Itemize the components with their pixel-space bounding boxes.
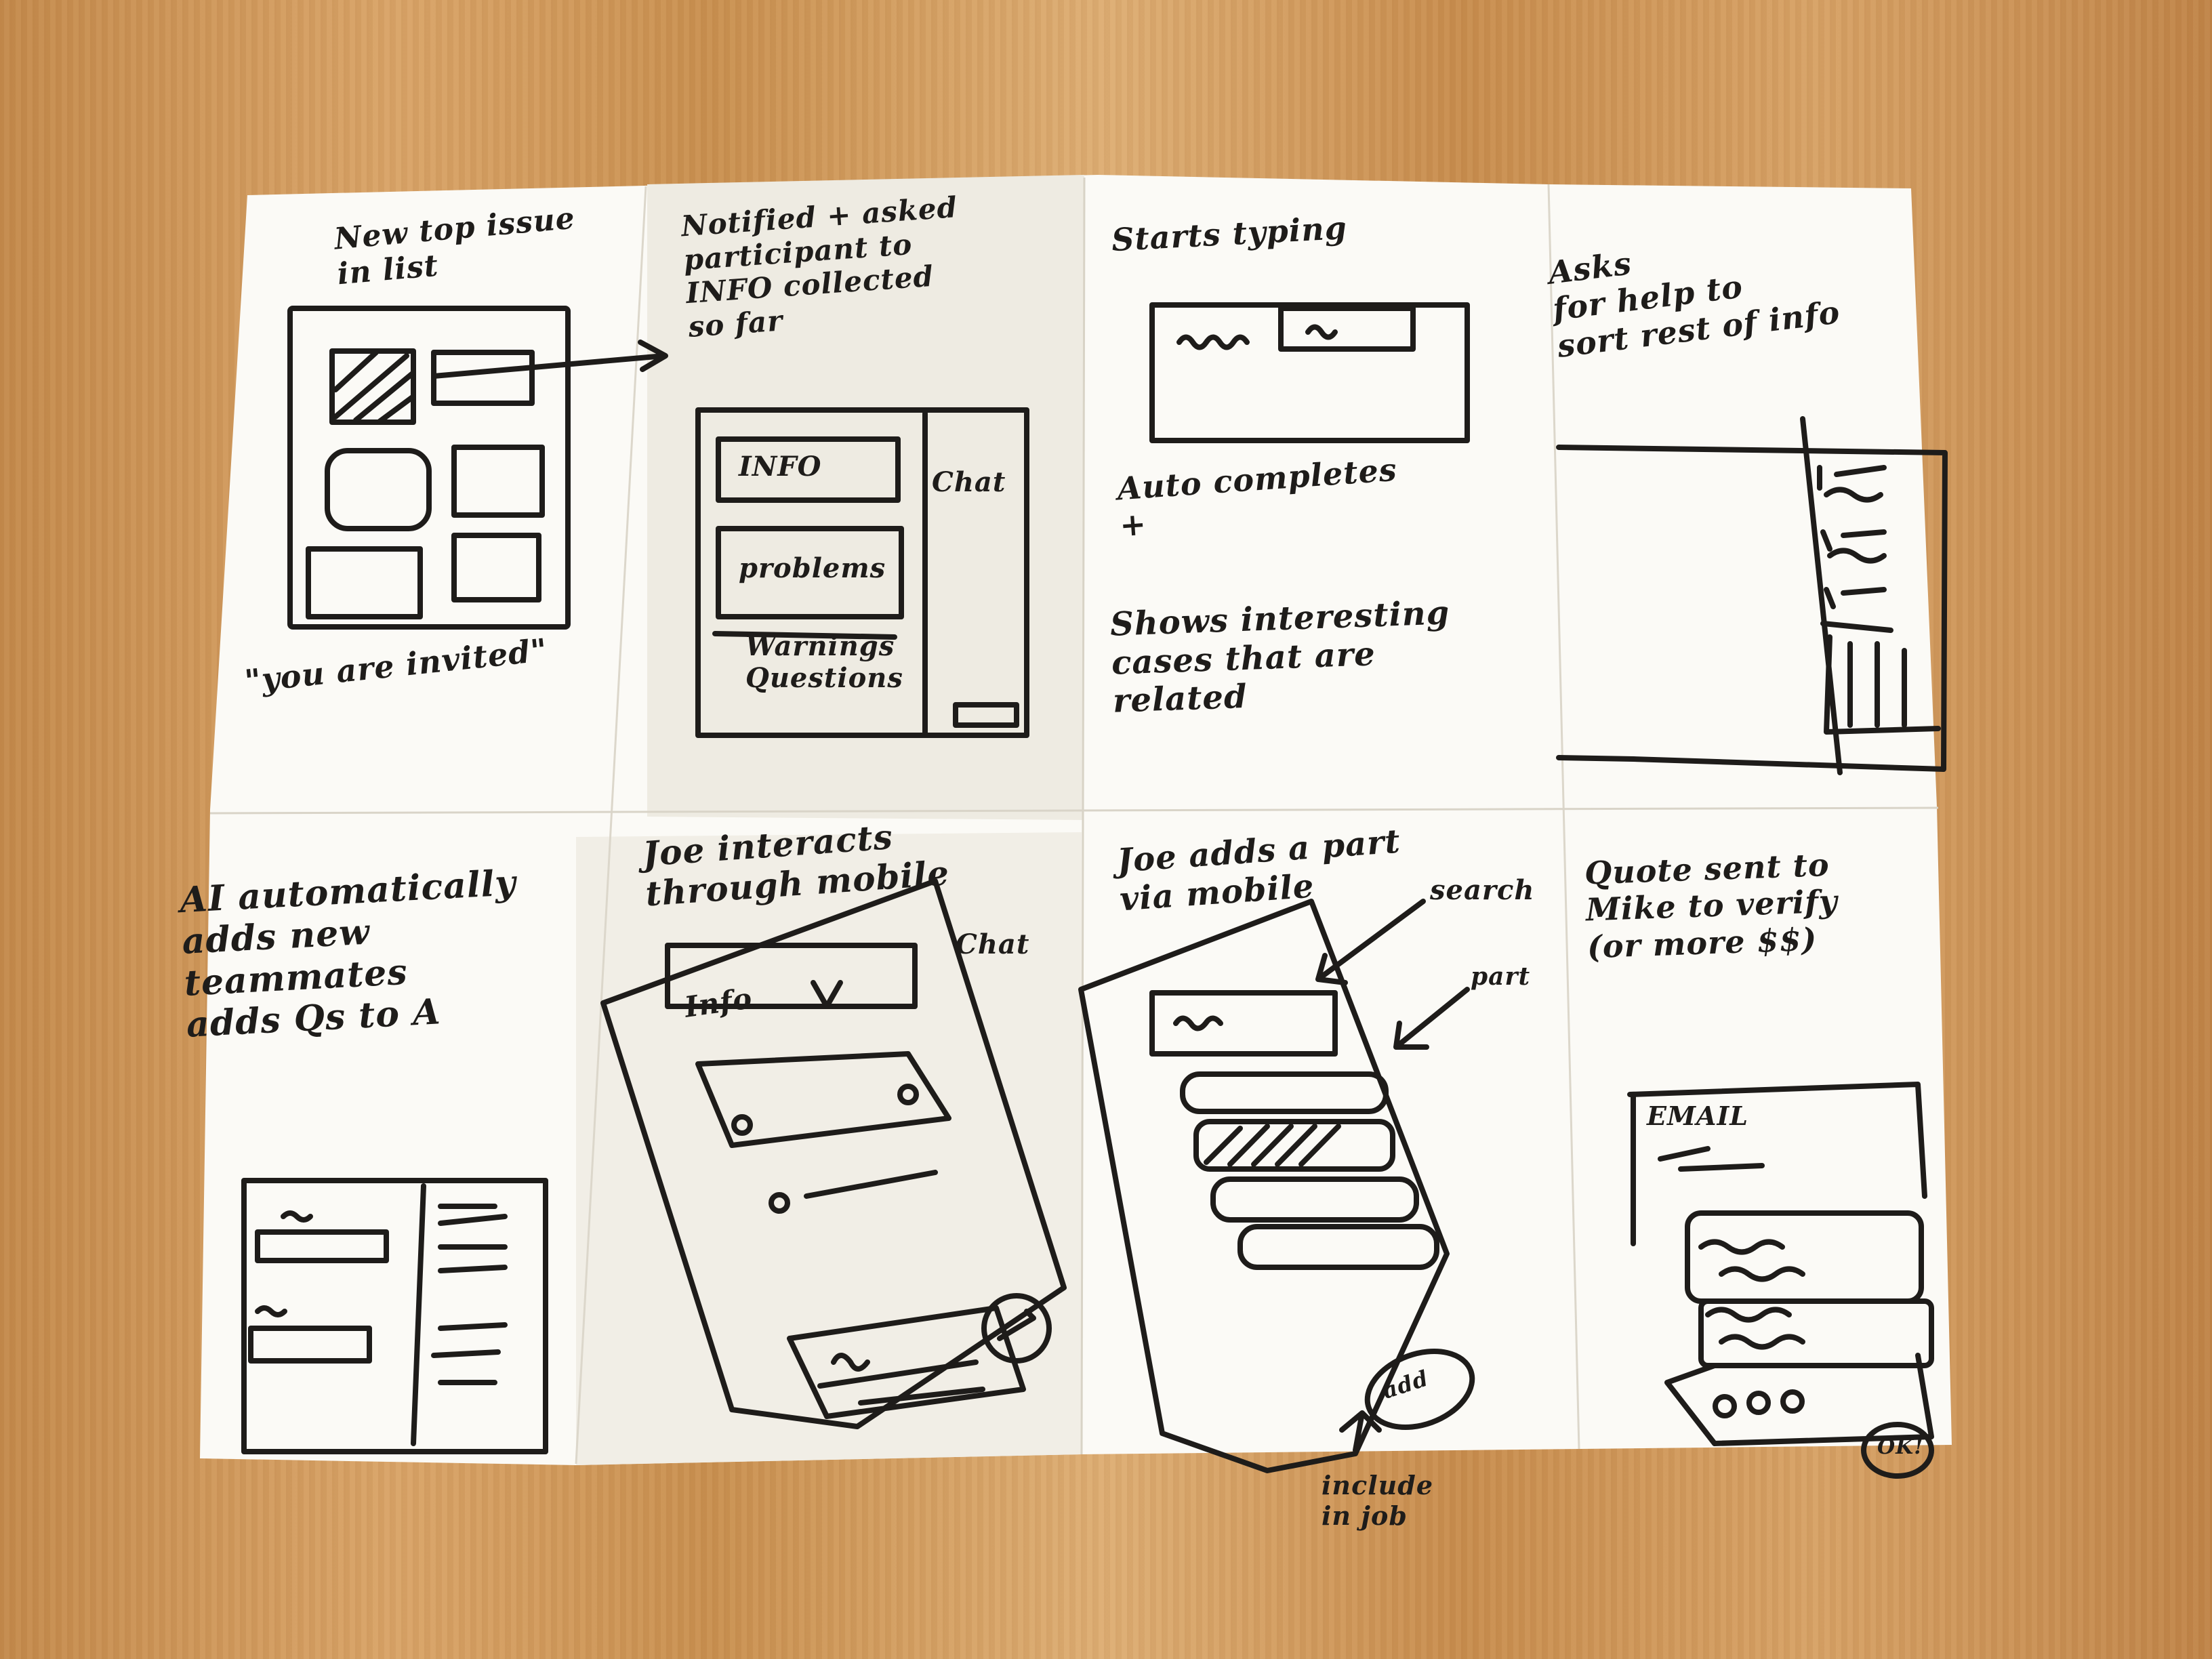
panel-8-sketch xyxy=(1627,1082,1934,1479)
panel-2-label-problems: problems xyxy=(739,552,886,584)
panel-3-sketch xyxy=(1149,302,1470,443)
panel-6-sketch xyxy=(600,878,1067,1429)
panel-5-sketch xyxy=(241,1178,548,1454)
panel-2-label-warnings: Warnings Questions xyxy=(745,630,903,695)
panel-8-label-ok: OK! xyxy=(1877,1435,1924,1459)
panel-7-label-search: search xyxy=(1430,874,1535,906)
panel-7-label-part: part xyxy=(1471,962,1531,991)
panel-5-caption: AI automatically adds new teammates adds… xyxy=(178,862,517,1046)
panel-2-caption: Notified + asked participant to INFO col… xyxy=(680,190,959,344)
panel-7-sketch xyxy=(1078,899,1475,1473)
panel-2-label-chat: Chat xyxy=(932,466,1006,498)
panel-2-sketch xyxy=(695,407,1029,738)
panel-8-caption: Quote sent to Mike to verify (or more $$… xyxy=(1584,846,1839,965)
panel-3-text-cases: Shows interesting cases that are related xyxy=(1109,594,1451,720)
panel-8-label-email: EMAIL xyxy=(1647,1101,1749,1131)
panel-7-label-include: include in job xyxy=(1322,1470,1434,1531)
panel-6-label-chat: Chat xyxy=(956,928,1030,960)
panel-2-label-info: INFO xyxy=(739,451,822,483)
panel-4-sketch xyxy=(1556,416,1948,775)
panel-1-sketch xyxy=(287,306,668,630)
